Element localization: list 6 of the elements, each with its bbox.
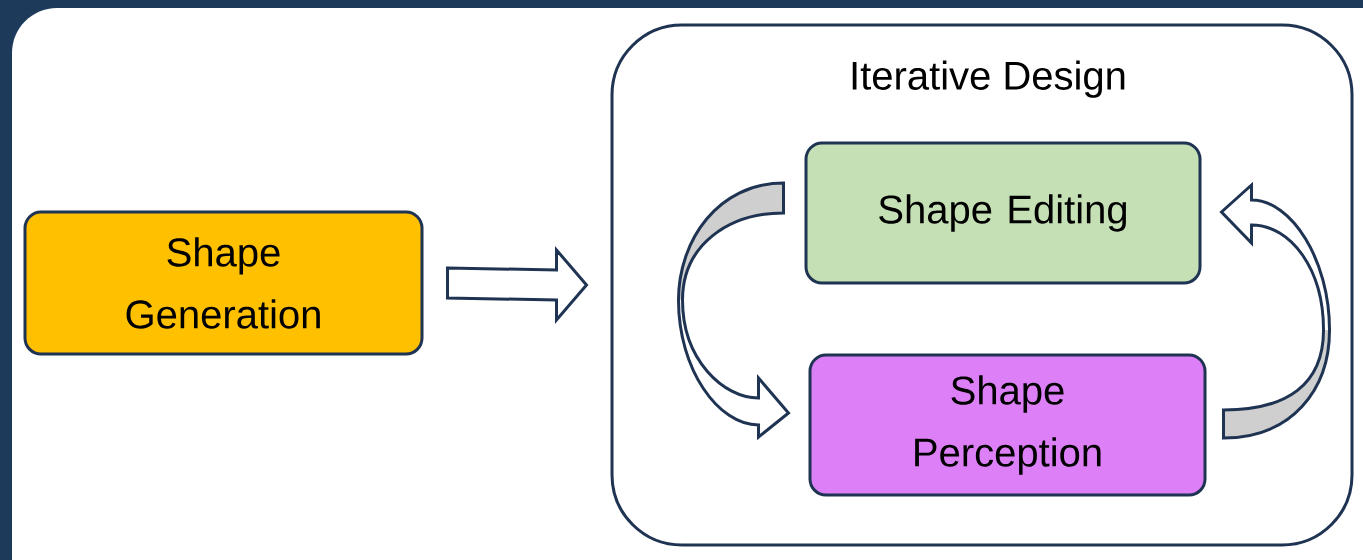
process-box: Shape Generation	[23, 210, 424, 356]
curved-arrow	[1220, 183, 1331, 440]
process-box: Shape Editing	[804, 141, 1202, 285]
block-arrow	[446, 245, 589, 325]
curved-arrow	[677, 181, 790, 439]
process-box: Shape Perception	[808, 353, 1207, 497]
